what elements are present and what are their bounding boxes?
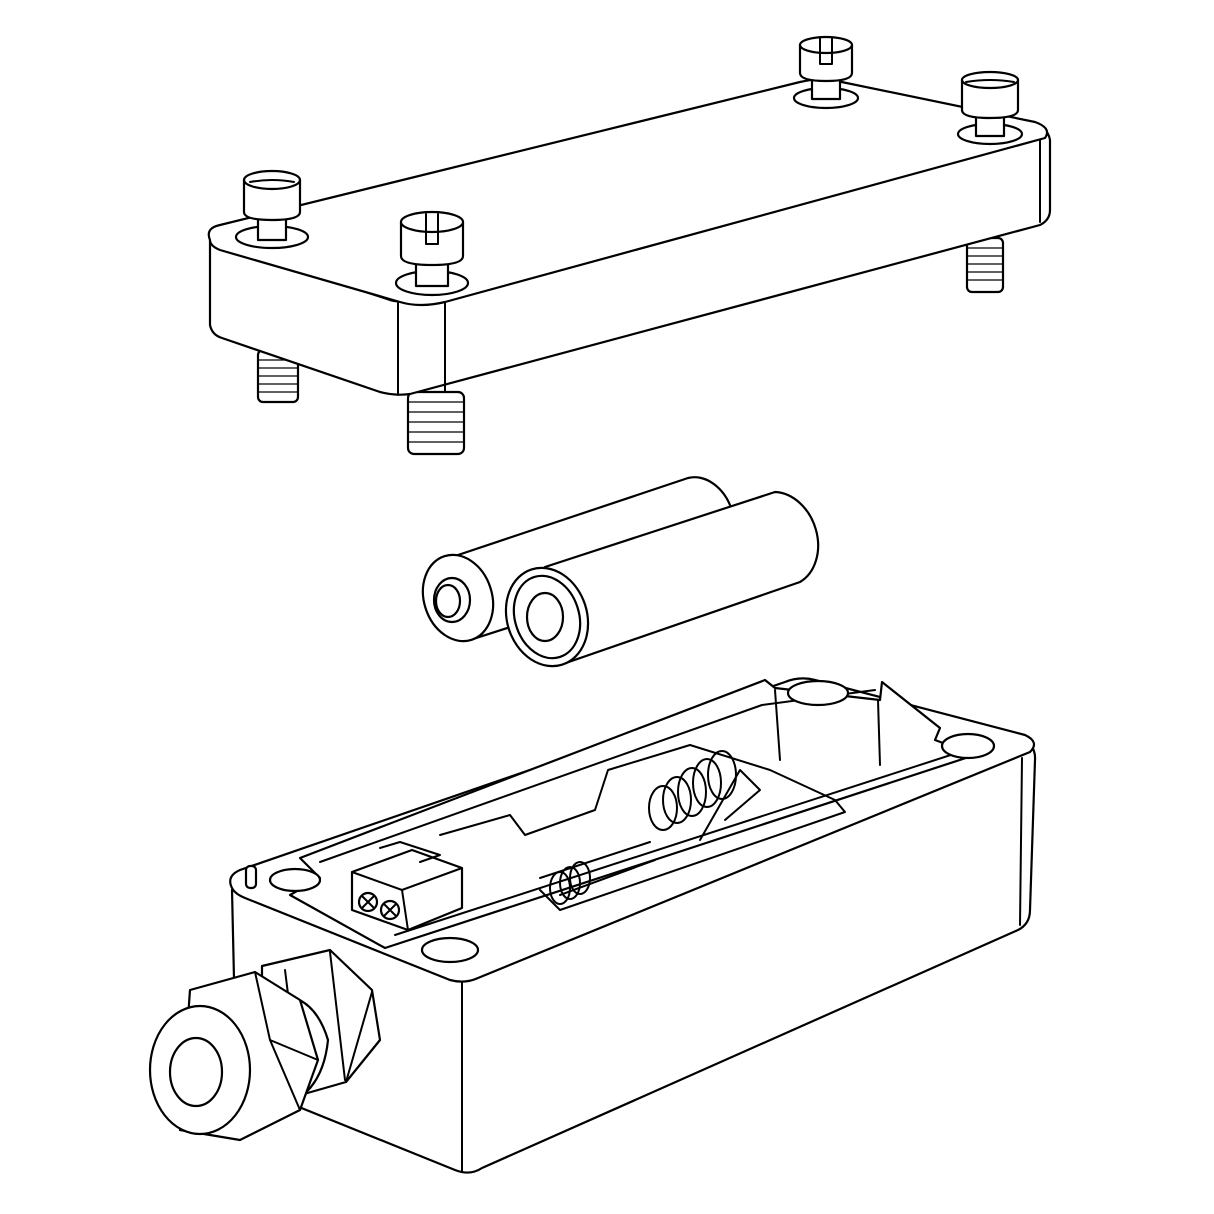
threaded-stud: [965, 236, 1005, 294]
terminal-block: [350, 841, 464, 932]
screw: [798, 35, 854, 101]
enclosure-box: [229, 677, 1037, 1174]
enclosure-lid: [207, 78, 1052, 456]
spring: [549, 861, 591, 905]
cable-gland: [148, 948, 382, 1142]
spring: [648, 750, 737, 831]
threaded-stud: [406, 390, 466, 456]
screw: [242, 169, 302, 242]
screw: [960, 70, 1020, 138]
battery: [504, 490, 820, 668]
screw: [399, 210, 465, 288]
